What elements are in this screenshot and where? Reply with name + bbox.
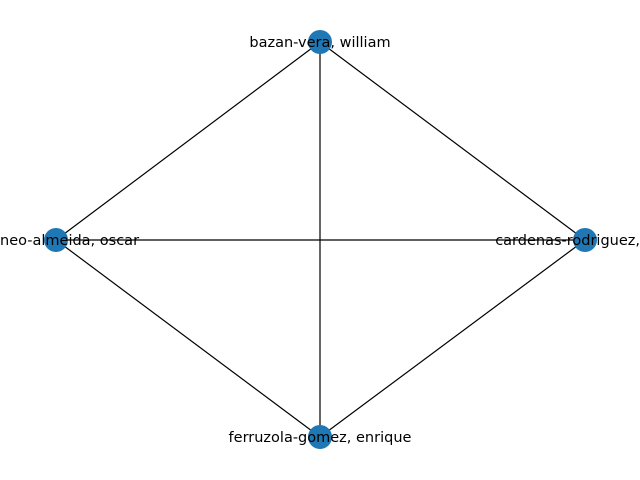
edge-cardenas-ferruzola bbox=[319, 239, 586, 438]
edge-bazan-cardenas bbox=[319, 41, 586, 241]
node-bazan bbox=[308, 30, 332, 54]
node-cardenas bbox=[573, 228, 597, 252]
edge-ferruzola-romeo bbox=[55, 239, 321, 438]
labels-layer: bazan-vera, william cardenas-rodriguez, fe… bbox=[0, 35, 640, 446]
edges-layer bbox=[55, 41, 586, 438]
edge-bazan-romeo bbox=[55, 41, 321, 241]
nodes-layer bbox=[44, 30, 597, 449]
node-label-cardenas: cardenas-rodriguez, bbox=[495, 233, 640, 249]
node-label-romeo: neo-almeida, oscar bbox=[0, 233, 139, 249]
node-label-ferruzola: ferruzola-gomez, enrique bbox=[229, 430, 412, 446]
node-romeo bbox=[44, 228, 68, 252]
node-label-bazan: bazan-vera, william bbox=[249, 35, 390, 51]
node-ferruzola bbox=[308, 425, 332, 449]
